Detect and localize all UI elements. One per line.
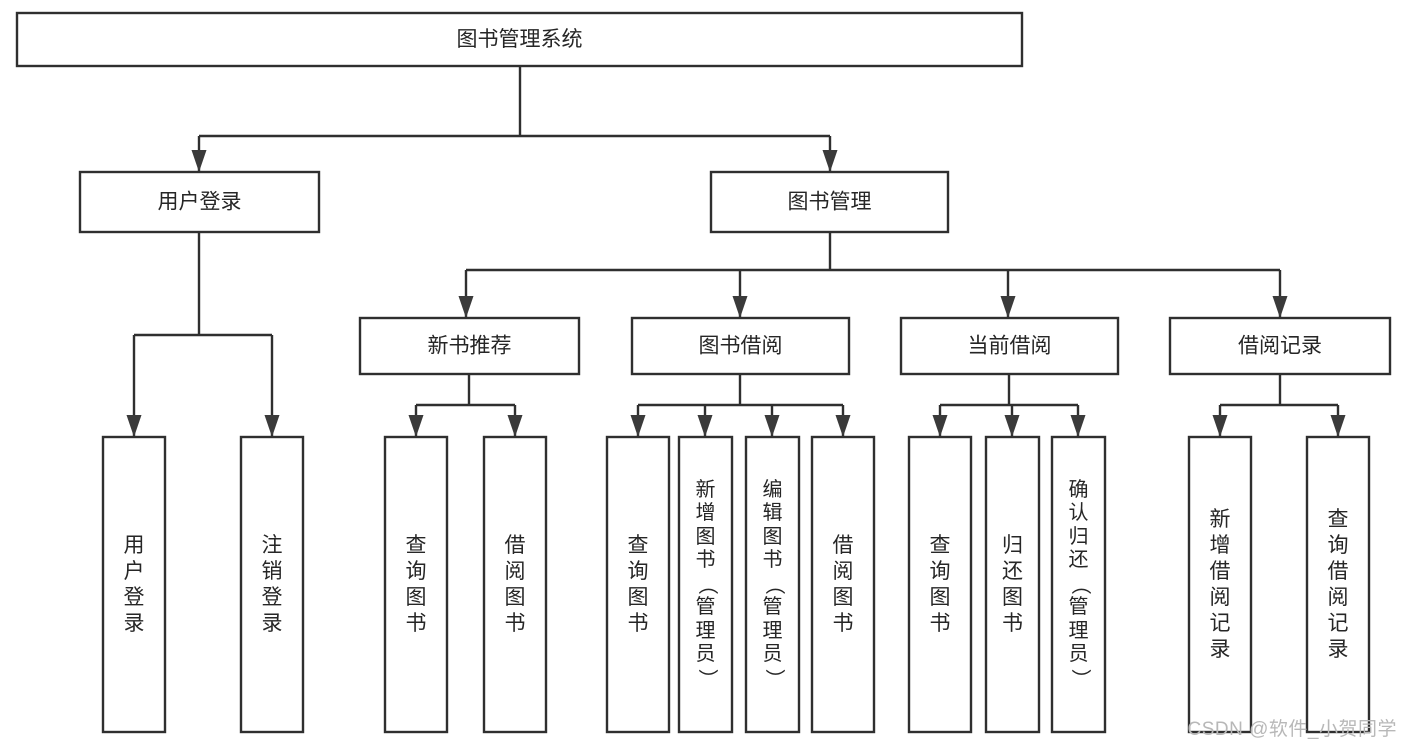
node-level3-label-2: 当前借阅: [968, 335, 1052, 358]
node-root[interactable]: [15, 11, 1024, 68]
node-level3-label-0: 新书推荐: [428, 335, 512, 358]
arrow-to-leaf: [764, 415, 780, 437]
node-level3-label-3: 借阅记录: [1238, 335, 1322, 358]
arrow-to-level3-0: [458, 296, 474, 318]
node-leaf-4[interactable]: [605, 435, 671, 734]
arrow-to-level3-3: [1272, 296, 1288, 318]
arrow-to-level3-1: [732, 296, 748, 318]
node-leaf-11[interactable]: [1187, 435, 1253, 734]
node-level3-2[interactable]: [899, 316, 1120, 376]
node-leaf-1[interactable]: [239, 435, 305, 734]
arrow-to-login-leaf-1: [264, 415, 280, 437]
arrow-to-leaf: [1212, 415, 1228, 437]
node-level2-1[interactable]: [709, 170, 950, 234]
node-level3-0[interactable]: [358, 316, 581, 376]
node-leaf-6[interactable]: [744, 435, 801, 734]
node-level2-label-0: 用户登录: [158, 191, 242, 214]
node-level2-0[interactable]: [78, 170, 321, 234]
arrow-to-level2-1: [822, 150, 838, 172]
arrow-to-level3-2: [1000, 296, 1016, 318]
arrow-to-leaf: [408, 415, 424, 437]
arrow-to-leaf: [697, 415, 713, 437]
arrow-to-login-leaf-0: [126, 415, 142, 437]
connector-layer: [126, 66, 1346, 437]
node-leaf-0[interactable]: [101, 435, 167, 734]
node-leaf-2[interactable]: [383, 435, 449, 734]
node-level3-3[interactable]: [1168, 316, 1392, 376]
node-leaf-3[interactable]: [482, 435, 548, 734]
node-root-label: 图书管理系统: [457, 28, 583, 51]
node-leaf-8[interactable]: [907, 435, 973, 734]
node-leaf-9[interactable]: [984, 435, 1041, 734]
arrow-to-leaf: [1004, 415, 1020, 437]
node-leaf-10[interactable]: [1050, 435, 1107, 734]
node-level3-1[interactable]: [630, 316, 851, 376]
node-level2-label-1: 图书管理: [788, 191, 872, 214]
arrow-to-leaf: [630, 415, 646, 437]
arrow-to-leaf: [1330, 415, 1346, 437]
arrow-to-level2-0: [191, 150, 207, 172]
arrow-to-leaf: [932, 415, 948, 437]
arrow-to-leaf: [507, 415, 523, 437]
node-leaf-12[interactable]: [1305, 435, 1371, 734]
node-level3-label-1: 图书借阅: [699, 335, 783, 358]
arrow-to-leaf: [835, 415, 851, 437]
arrow-to-leaf: [1070, 415, 1086, 437]
node-leaf-7[interactable]: [810, 435, 876, 734]
node-box-layer: [15, 11, 1392, 734]
node-leaf-5[interactable]: [677, 435, 734, 734]
